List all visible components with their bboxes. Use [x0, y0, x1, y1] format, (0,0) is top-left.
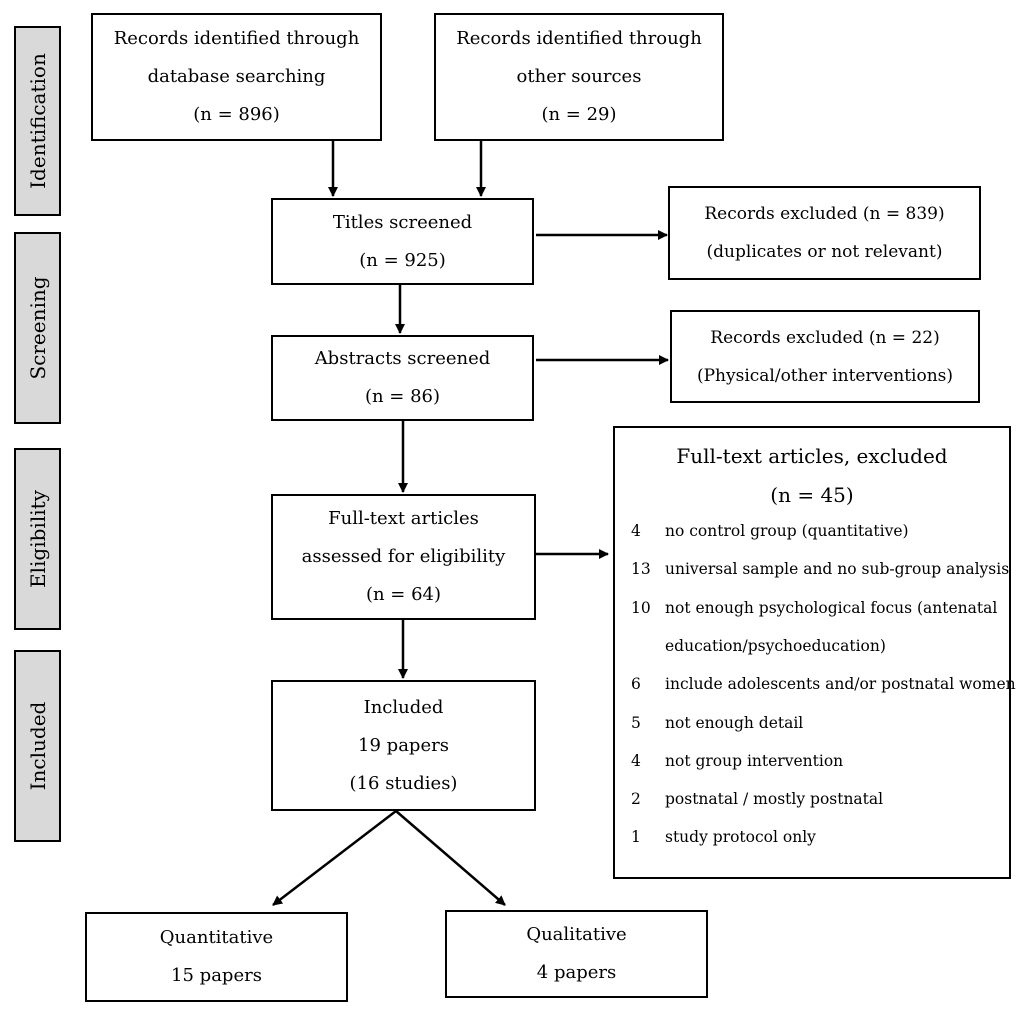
- box-count: (n = 925): [359, 249, 446, 271]
- stage-identification: Identification: [14, 26, 61, 216]
- box-count: (n = 64): [365, 584, 442, 605]
- box-line: Records identified through: [113, 28, 360, 49]
- box-quantitative: Quantitative 15 papers: [85, 912, 348, 1002]
- box-line: (duplicates or not relevant): [706, 242, 943, 262]
- stage-included: Included: [14, 650, 61, 842]
- box-titles-screened: Titles screened (n = 925): [271, 198, 534, 285]
- exclusion-count: 10: [631, 598, 651, 617]
- box-line: assessed for eligibility: [301, 546, 506, 567]
- stage-label: Eligibility: [25, 490, 50, 588]
- box-line: 4 papers: [536, 962, 617, 983]
- exclusion-count: 4: [631, 751, 641, 770]
- box-line: Records identified through: [456, 28, 702, 49]
- box-line: 15 papers: [171, 965, 262, 986]
- exclusion-text: universal sample and no sub-group analys…: [665, 560, 1010, 579]
- box-records-excluded-duplicates: Records excluded (n = 839) (duplicates o…: [668, 186, 981, 280]
- box-line: (Physical/other interventions): [696, 365, 954, 386]
- box-fulltext-excluded: Full-text articles, excluded (n = 45) 4 n…: [613, 426, 1016, 879]
- exclusion-reason: 4 no control group (quantitative): [631, 522, 909, 540]
- box-line: Abstracts screened: [314, 348, 491, 369]
- box-abstracts-screened: Abstracts screened (n = 86): [271, 335, 534, 421]
- exclusion-reason: 6 include adolescents and/or postnatal wo…: [631, 675, 1016, 693]
- box-line: Included: [363, 696, 444, 718]
- box-database-records: Records identified through database sear…: [91, 13, 382, 141]
- box-count: (n = 29): [541, 104, 617, 125]
- exclusion-reason: 2 postnatal / mostly postnatal: [631, 790, 883, 808]
- excluded-count: (n = 45): [770, 483, 854, 507]
- box-line: Full-text articles: [328, 508, 479, 529]
- stage-eligibility: Eligibility: [14, 448, 61, 630]
- exclusion-count: 1: [631, 828, 641, 847]
- exclusion-count: 13: [631, 560, 651, 579]
- box-records-excluded-interventions: Records excluded (n = 22) (Physical/othe…: [670, 310, 980, 403]
- excluded-title: Full-text articles, excluded: [676, 444, 948, 468]
- exclusion-reason: 4 not group intervention: [631, 752, 843, 770]
- exclusion-count: 5: [631, 713, 641, 732]
- box-other-sources: Records identified through other sources…: [434, 13, 724, 141]
- stage-label: Included: [25, 701, 50, 791]
- exclusion-text: postnatal / mostly postnatal: [665, 790, 884, 809]
- box-count: (n = 896): [193, 104, 280, 125]
- exclusion-text: study protocol only: [665, 828, 816, 847]
- box-line: Records excluded (n = 22): [710, 327, 940, 348]
- exclusion-text: no control group (quantitative): [665, 522, 909, 540]
- exclusion-reason: 5 not enough detail: [631, 714, 803, 732]
- box-line: other sources: [516, 66, 642, 87]
- exclusion-reason: 13 universal sample and no sub-group anal…: [631, 560, 1009, 578]
- exclusion-reason: 1 study protocol only: [631, 828, 816, 846]
- box-line: Titles screened: [332, 211, 473, 233]
- exclusion-text: not group intervention: [665, 751, 844, 770]
- box-fulltext-assessed: Full-text articles assessed for eligibil…: [271, 494, 536, 620]
- exclusion-text: not enough psychological focus (antenata…: [665, 598, 998, 617]
- stage-label: Identification: [25, 53, 50, 189]
- exclusion-text: not enough detail: [665, 713, 804, 732]
- stage-label: Screening: [25, 276, 50, 380]
- box-line: database searching: [147, 66, 326, 87]
- arrow-included-to-qualitative: [395, 810, 506, 906]
- box-included: Included 19 papers (16 studies): [271, 680, 536, 811]
- exclusion-count: 2: [631, 790, 641, 809]
- box-line: 19 papers: [358, 734, 449, 756]
- box-line: (16 studies): [349, 772, 458, 794]
- box-line: Records excluded (n = 839): [704, 204, 945, 224]
- box-count: (n = 86): [364, 386, 441, 407]
- exclusion-reason: 10 not enough psychological focus (antena…: [631, 599, 997, 617]
- exclusion-text: include adolescents and/or postnatal wom…: [665, 675, 1016, 694]
- exclusion-count: 4: [631, 522, 641, 540]
- box-line: Quantitative: [159, 927, 274, 948]
- box-line: Qualitative: [526, 924, 627, 945]
- box-qualitative: Qualitative 4 papers: [445, 910, 708, 998]
- stage-screening: Screening: [14, 232, 61, 424]
- arrow-included-to-quantitative: [272, 810, 397, 906]
- exclusion-count: 6: [631, 675, 641, 694]
- exclusion-text-continued: education/psychoeducation): [665, 636, 886, 655]
